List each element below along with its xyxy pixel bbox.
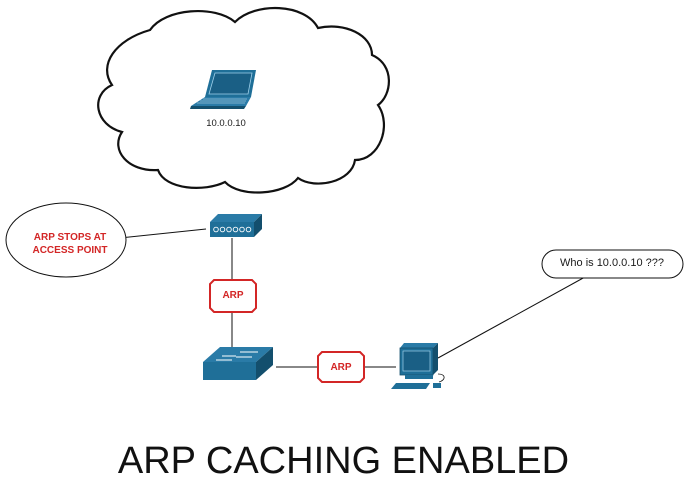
callout-line-2: ACCESS POINT bbox=[32, 245, 108, 256]
arp-packet-2-label: ARP bbox=[330, 362, 352, 373]
arp-packet-1-label: ARP bbox=[222, 290, 244, 301]
speech-connector bbox=[437, 276, 586, 359]
callout-line-1: ARP STOPS AT bbox=[33, 232, 107, 243]
switch-icon bbox=[203, 347, 273, 380]
host-ip-label: 10.0.0.10 bbox=[206, 118, 246, 129]
arp-packet-1 bbox=[209, 279, 257, 313]
laptop-icon bbox=[190, 70, 256, 109]
desktop-computer-icon bbox=[391, 343, 445, 389]
access-point-callout-text: ARP STOPS AT ACCESS POINT bbox=[12, 231, 128, 257]
diagram-title: ARP CACHING ENABLED bbox=[117, 440, 570, 482]
callout-ellipse bbox=[5, 202, 127, 278]
speech-bubble-text: Who is 10.0.0.10 ??? bbox=[560, 257, 664, 269]
callout-connector bbox=[119, 228, 207, 239]
access-point-icon bbox=[210, 214, 262, 237]
arp-packet-2 bbox=[317, 351, 365, 383]
speech-bubble bbox=[541, 249, 684, 279]
